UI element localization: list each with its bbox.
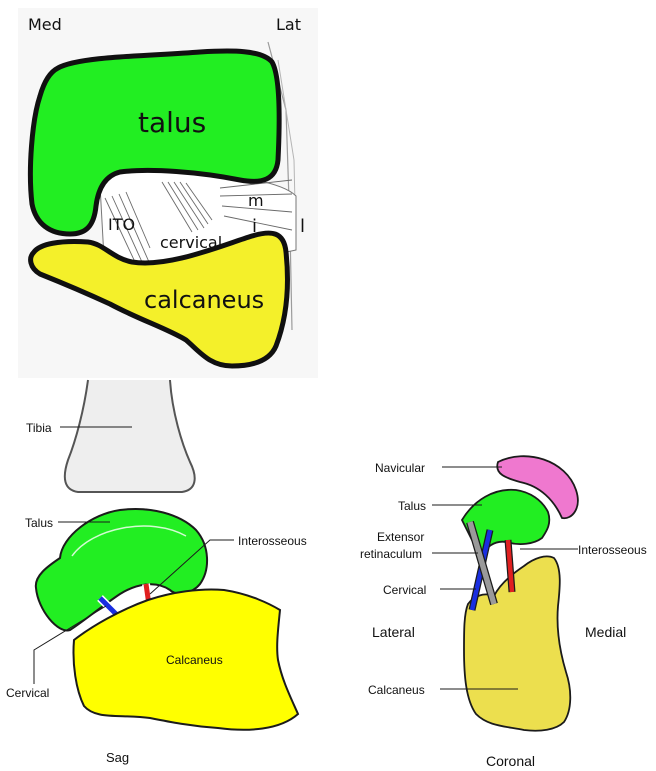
- coronal-panel: Navicular Talus Extensor retinaculum Cer…: [360, 456, 647, 769]
- layer-l-label: l: [300, 216, 305, 237]
- corner-label-lat: Lat: [276, 15, 301, 34]
- ito-label: ITO: [108, 215, 135, 234]
- layer-i-label: i: [252, 216, 257, 237]
- layer-m-label: m: [248, 191, 264, 210]
- coronal-interosseous-label: Interosseous: [578, 543, 647, 557]
- navicular-label: Navicular: [375, 461, 425, 475]
- tibia-shape: [65, 380, 195, 492]
- corner-label-med: Med: [28, 15, 62, 34]
- sagittal-panel: Tibia Talus Interosseous Calcaneus Cervi…: [6, 380, 307, 765]
- medial-label: Medial: [585, 624, 626, 640]
- sagittal-calcaneus-label: Calcaneus: [166, 653, 223, 667]
- sagittal-interosseous-label: Interosseous: [238, 534, 307, 548]
- extensor-label-line2: retinaculum: [360, 547, 422, 561]
- sagittal-caption: Sag: [106, 750, 129, 765]
- sagittal-talus-label: Talus: [25, 516, 53, 530]
- coronal-caption: Coronal: [486, 753, 535, 769]
- sagittal-cervical-label: Cervical: [6, 686, 49, 700]
- top-panel: Med Lat talus calcaneus ITO cervical m i…: [18, 8, 318, 378]
- calcaneus-label: calcaneus: [144, 286, 264, 314]
- talus-label: talus: [138, 106, 206, 139]
- coronal-talus-label: Talus: [398, 499, 426, 513]
- coronal-calcaneus-label: Calcaneus: [368, 683, 425, 697]
- lateral-label: Lateral: [372, 624, 415, 640]
- extensor-label-line1: Extensor: [377, 530, 424, 544]
- tibia-label: Tibia: [26, 421, 52, 435]
- cervical-label: cervical: [160, 233, 222, 252]
- coronal-cervical-label: Cervical: [383, 583, 426, 597]
